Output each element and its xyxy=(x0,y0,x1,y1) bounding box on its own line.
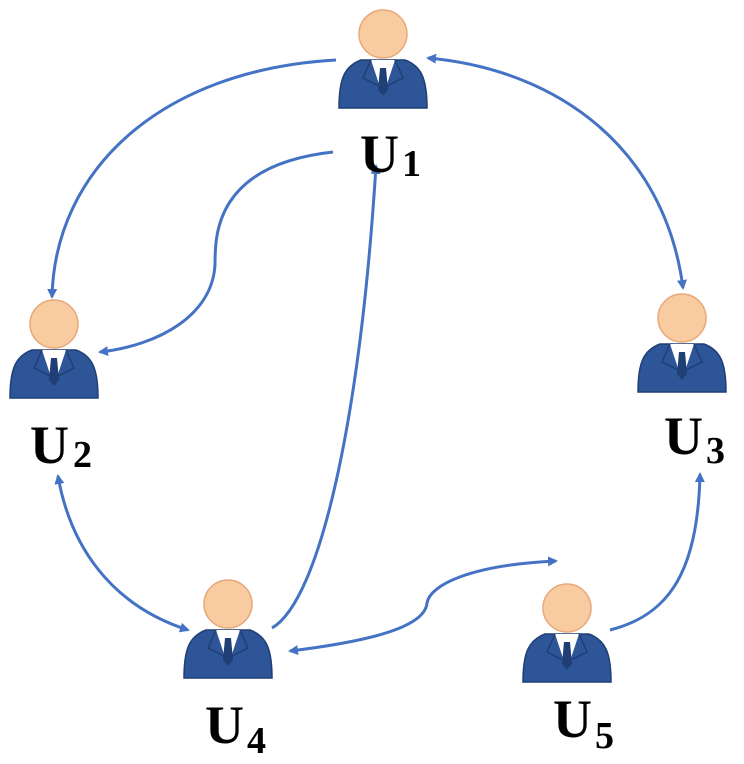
node-label-letter: U xyxy=(553,689,592,749)
node-label-subscript: 1 xyxy=(402,143,421,185)
edge-u1-u3 xyxy=(426,53,687,290)
node-label-letter: U xyxy=(664,406,703,466)
node-label-subscript: 3 xyxy=(706,430,725,472)
node-label-letter: U xyxy=(30,415,69,475)
edge-u4-u1 xyxy=(271,164,381,630)
edge-u2-u4 xyxy=(54,474,190,633)
node-label-subscript: 2 xyxy=(73,434,92,476)
node-label-subscript: 5 xyxy=(595,715,614,757)
node-label-subscript: 4 xyxy=(247,720,266,762)
edge-u4-u5 xyxy=(288,556,558,655)
node-label-letter: U xyxy=(360,124,399,184)
edges-layer xyxy=(47,53,705,655)
user-icon xyxy=(9,299,99,399)
user-icon xyxy=(183,579,273,679)
user-icon xyxy=(338,9,428,109)
node-label-letter: U xyxy=(205,695,244,755)
edge-u1-u2-inner xyxy=(98,150,334,357)
user-icon xyxy=(522,583,612,683)
edge-u1-u2-outer xyxy=(47,58,337,299)
user-icon xyxy=(637,293,727,393)
edge-u5-u3 xyxy=(609,472,705,632)
